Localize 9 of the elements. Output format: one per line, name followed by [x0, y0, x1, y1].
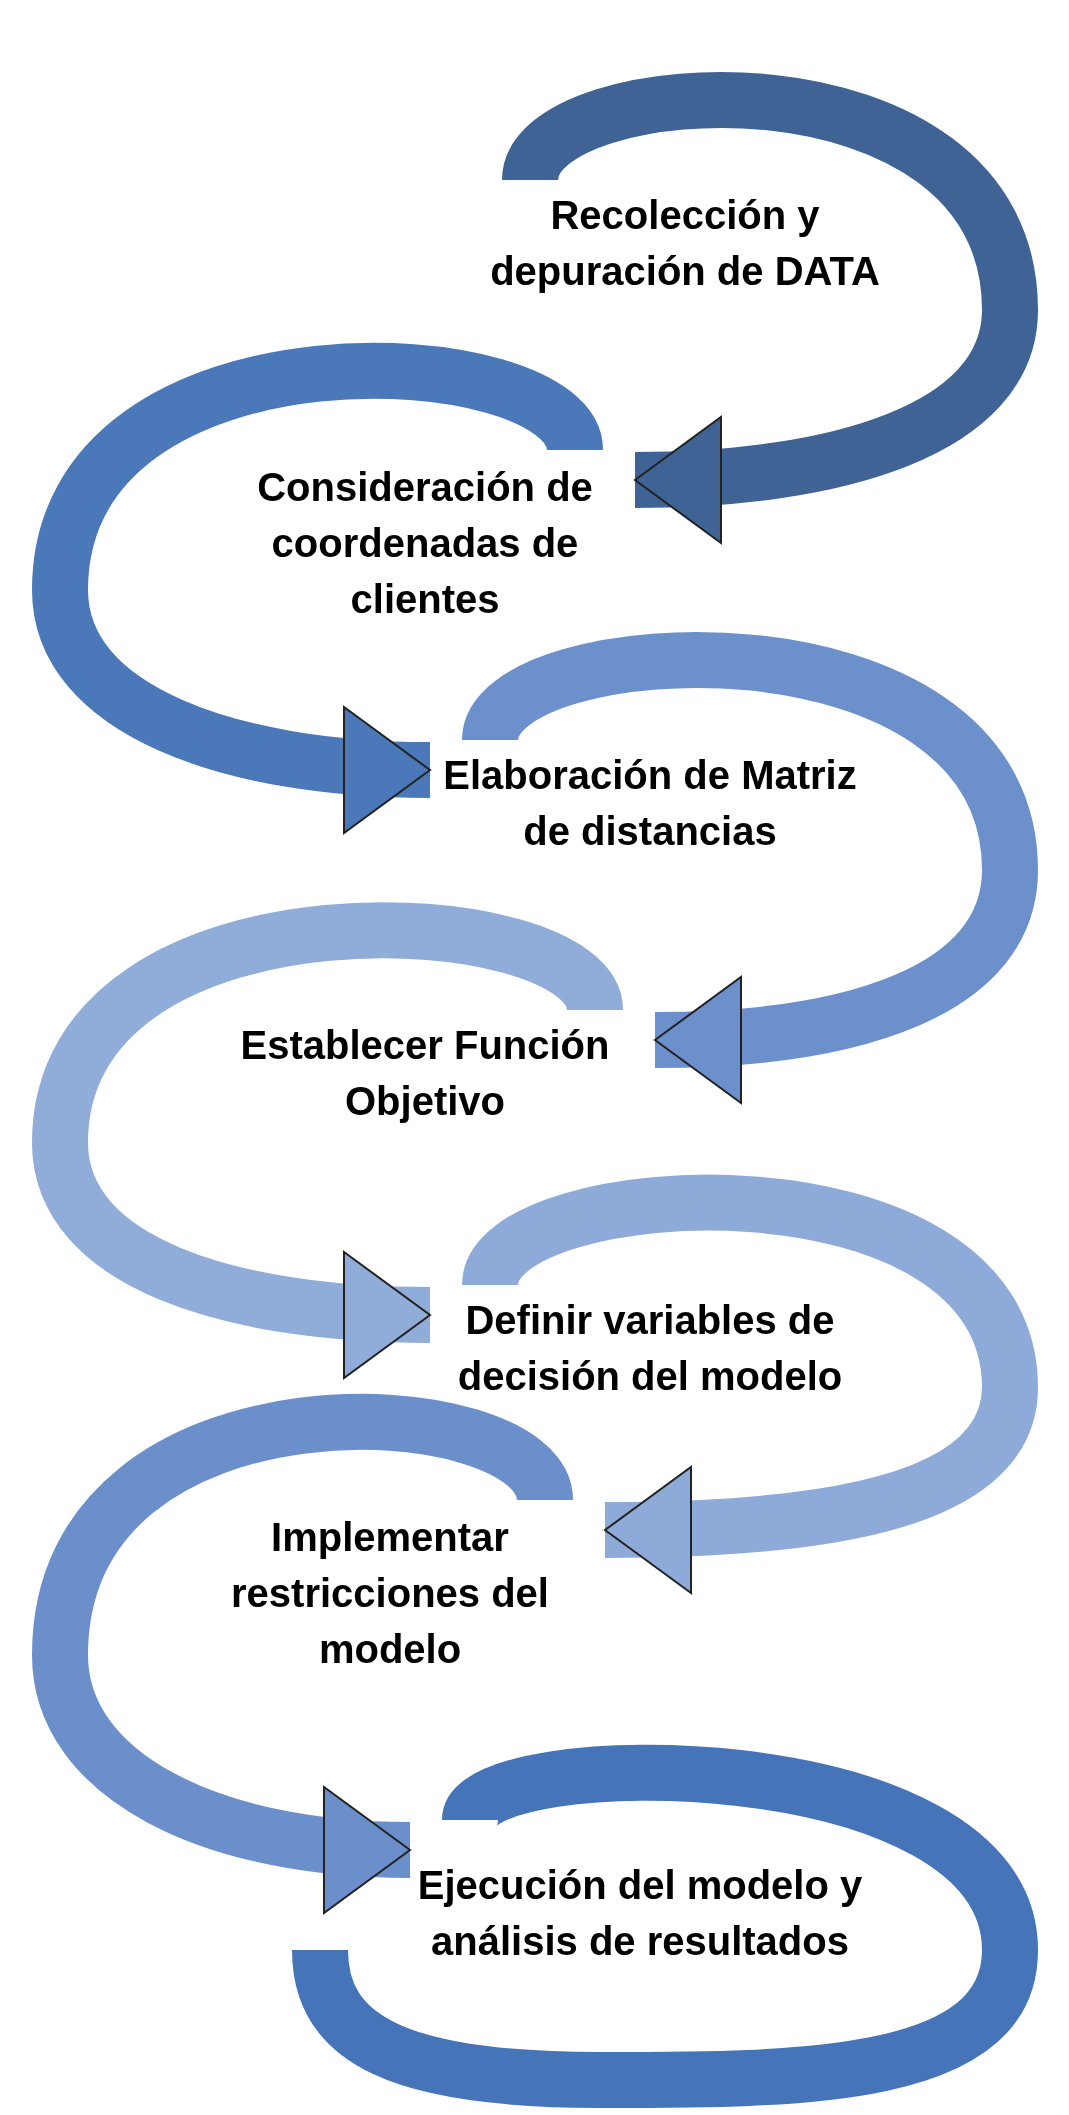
step-label: Ejecución del modelo y análisis de resultados [416, 1861, 864, 1965]
step-label: Recolección y depuración de DATA [489, 191, 881, 295]
step-label: Establecer Función Objetivo [239, 1021, 611, 1125]
step-label: Definir variables de decisión del modelo [456, 1296, 844, 1400]
curved-arrow [32, 1394, 572, 1912]
step-label: Elaboración de Matriz de distancias [442, 751, 858, 855]
step-label: Consideración de coordenadas de clientes [256, 463, 594, 623]
step-label: Implementar restricciones del modelo [230, 1513, 550, 1673]
curved-arrow [32, 342, 602, 832]
